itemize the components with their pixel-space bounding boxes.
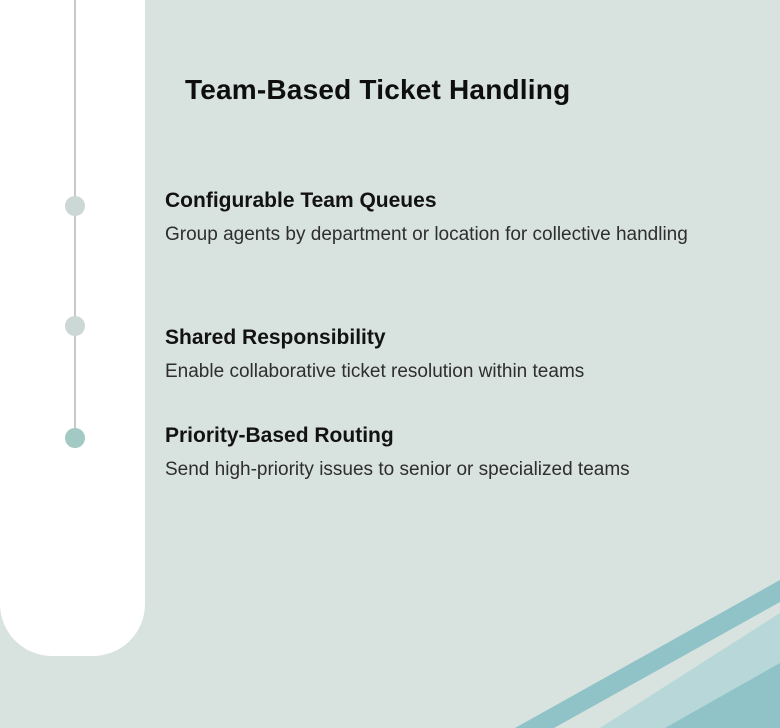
decoration-triangle-dark — [665, 663, 780, 728]
timeline-item: Shared Responsibility Enable collaborati… — [165, 326, 584, 387]
timeline-dot — [65, 428, 85, 448]
item-description: Send high-priority issues to senior or s… — [165, 459, 630, 480]
item-heading: Configurable Team Queues — [165, 189, 437, 212]
item-description: Group agents by department or location f… — [165, 224, 688, 245]
decoration-stripe — [515, 580, 780, 728]
item-heading: Shared Responsibility — [165, 326, 386, 349]
item-description: Enable collaborative ticket resolution w… — [165, 361, 585, 382]
page-title: Team-Based Ticket Handling — [185, 74, 571, 105]
corner-decoration — [515, 580, 780, 728]
timeline-item: Configurable Team Queues Group agents by… — [165, 189, 688, 250]
timeline-item: Priority-Based Routing Send high-priorit… — [165, 424, 630, 485]
item-heading: Priority-Based Routing — [165, 424, 394, 447]
timeline-dot — [65, 196, 85, 216]
timeline-line — [74, 0, 76, 439]
timeline-dot — [65, 316, 85, 336]
